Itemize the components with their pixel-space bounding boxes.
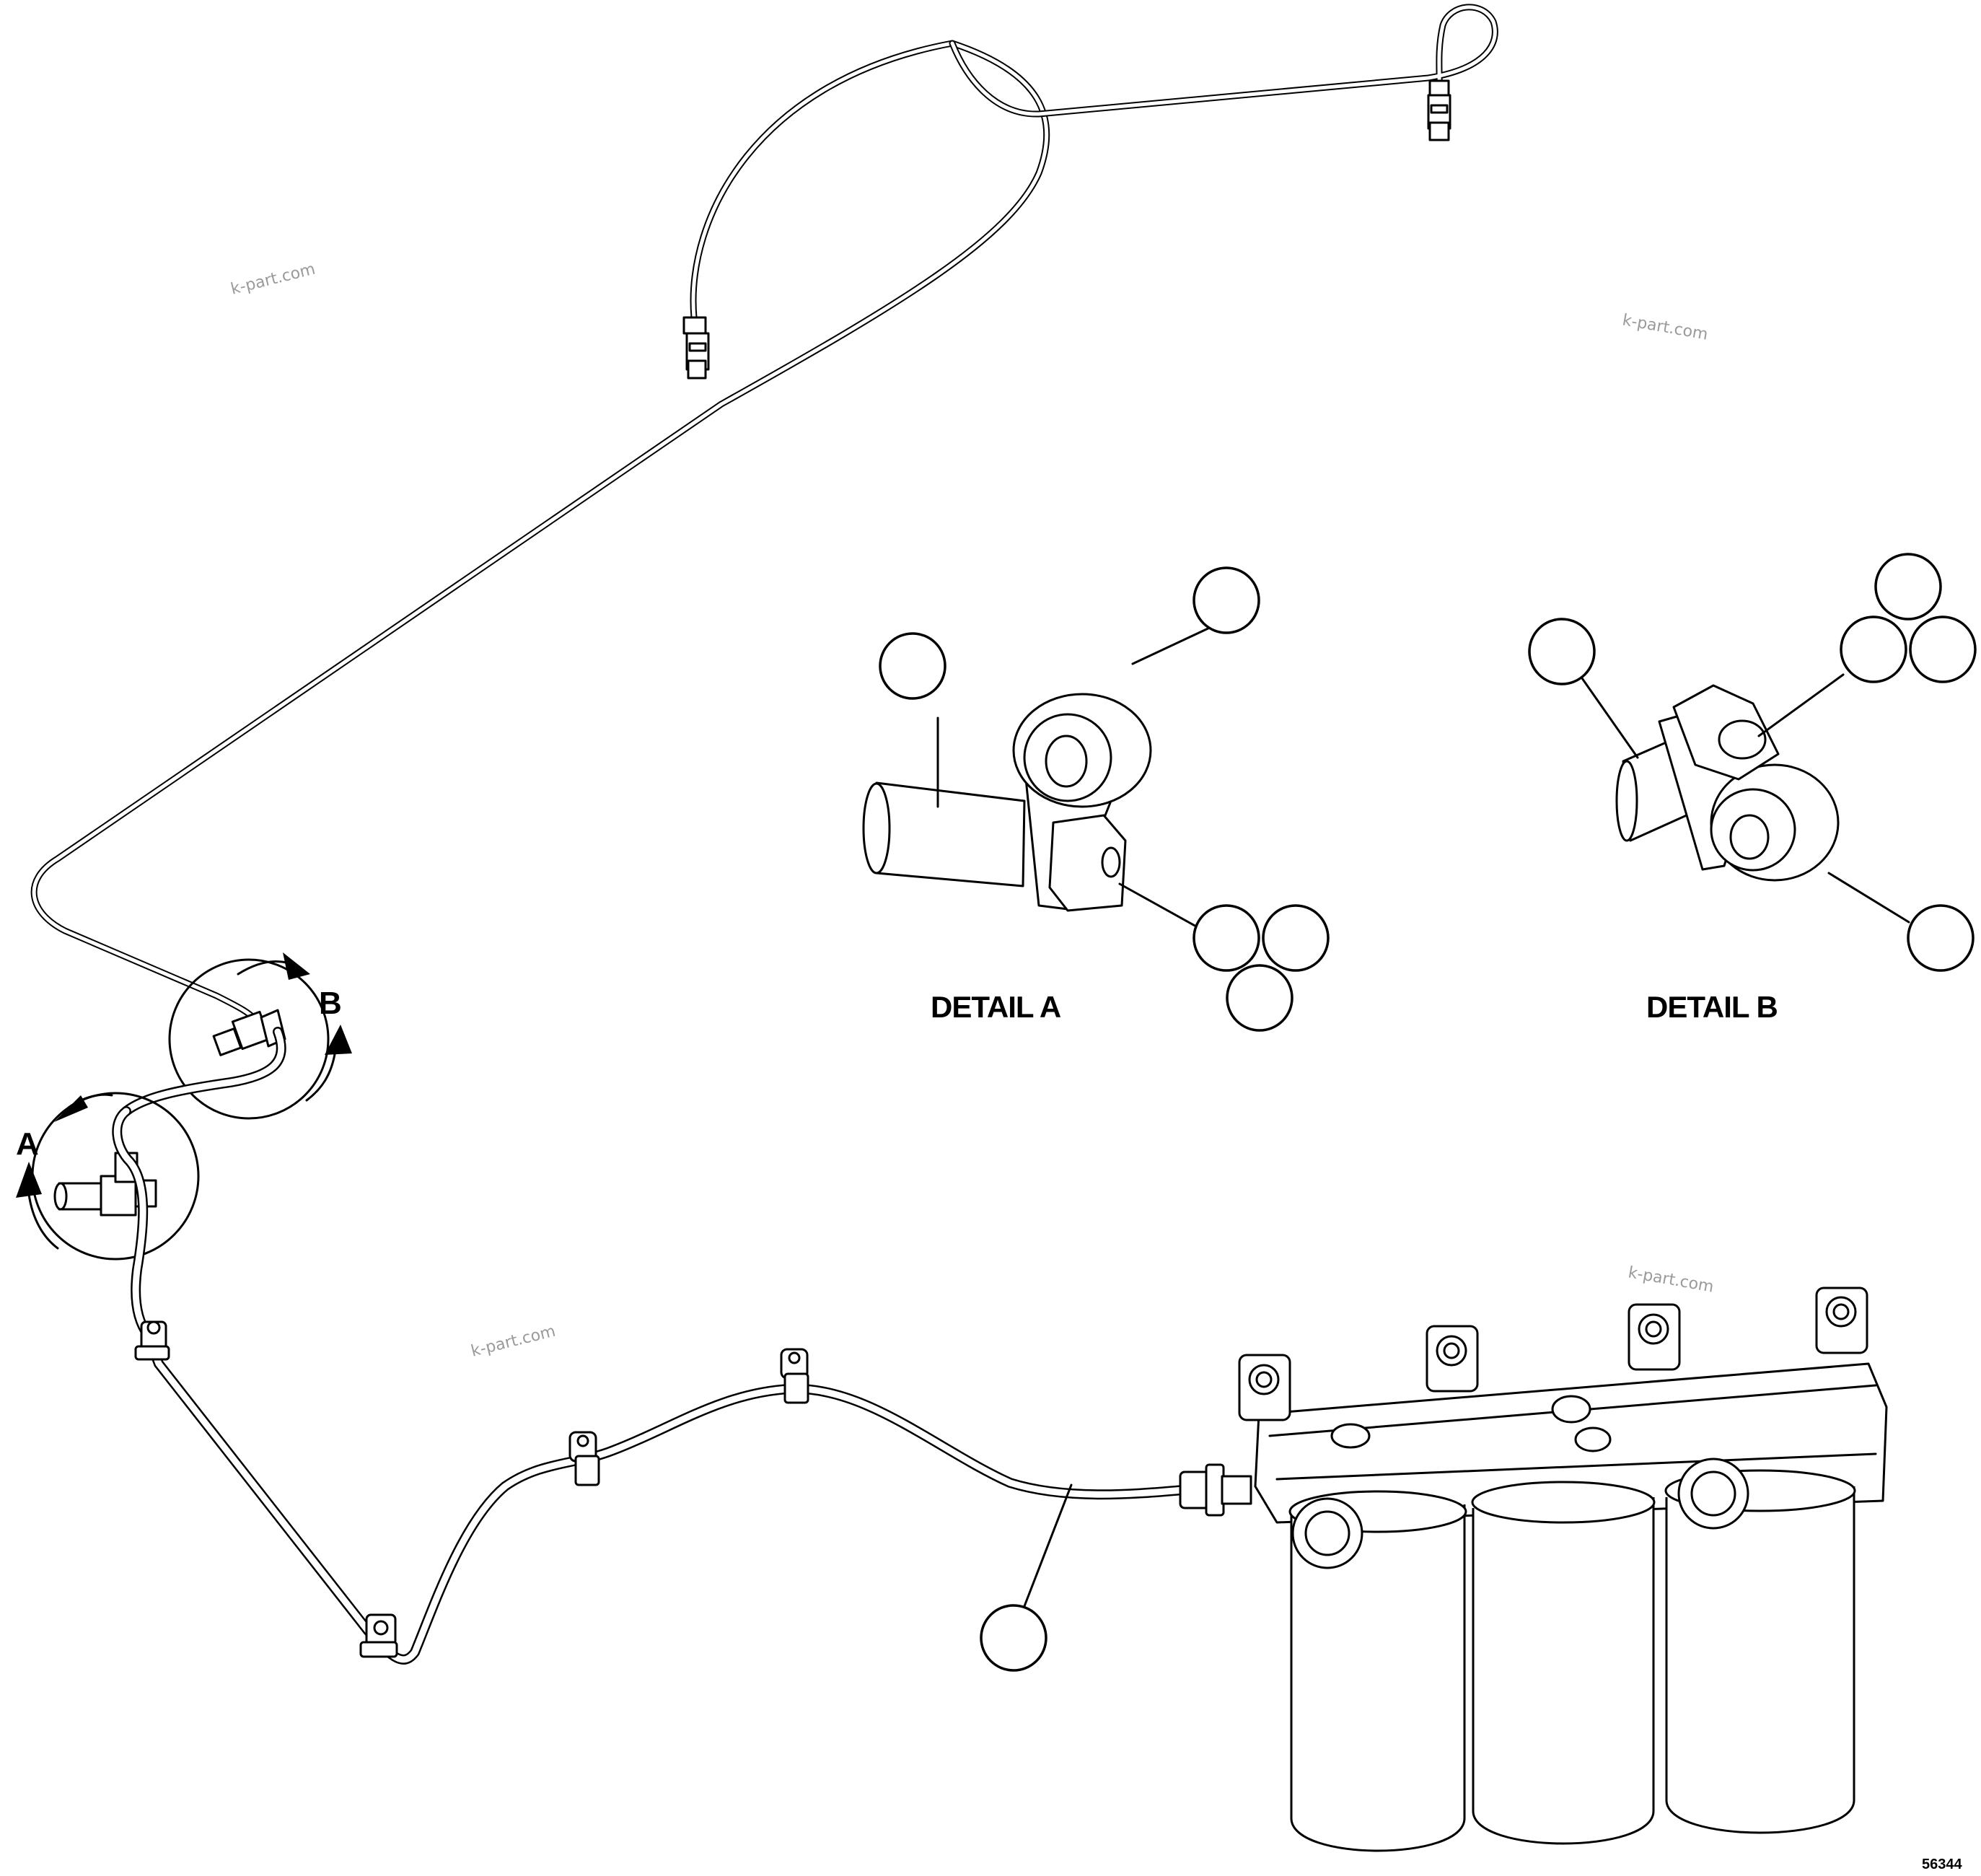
sensor-a xyxy=(53,1152,157,1217)
detail-a-clamp xyxy=(1012,693,1152,911)
fuel-filter-assembly xyxy=(1238,1287,1888,1852)
arrow-b-top xyxy=(283,952,310,980)
detail-a-nut xyxy=(1048,814,1127,912)
callout-bubble xyxy=(1909,615,1977,683)
detail-b-label: DETAIL B xyxy=(1646,990,1778,1024)
watermark-text: k-part.com xyxy=(469,1323,557,1361)
callout-bubble xyxy=(1192,904,1260,972)
line-clamp-1 xyxy=(134,1320,170,1361)
line-clamp-2 xyxy=(359,1613,398,1658)
detail-a-label: DETAIL A xyxy=(931,990,1061,1024)
filter-canister-2 xyxy=(1471,1481,1656,1845)
outlet-ports xyxy=(1291,1458,1749,1569)
callout-bubble xyxy=(1874,553,1942,621)
detail-a-sensor-body xyxy=(862,781,1026,887)
watermark-text: k-part.com xyxy=(229,260,317,299)
callout-bubble xyxy=(879,632,946,700)
callout-bubble xyxy=(1840,615,1907,683)
detail-b: DETAIL B xyxy=(1581,673,1910,1024)
line-clamp-3 xyxy=(568,1431,600,1486)
filter-canister-3 xyxy=(1664,1469,1856,1834)
callout-bubble xyxy=(1528,618,1596,685)
view-b-label: B xyxy=(319,986,342,1021)
line-clamp-4 xyxy=(780,1348,809,1404)
harness-connector-left xyxy=(682,316,710,380)
wire-harness xyxy=(30,4,1498,1028)
arrow-a-left xyxy=(16,1162,42,1198)
callout-bubble xyxy=(980,1604,1047,1672)
view-b-callout: B xyxy=(121,952,352,1120)
inlet-fitting xyxy=(1179,1463,1252,1517)
filter-canister-1 xyxy=(1288,1490,1467,1852)
callout-bubble xyxy=(1907,904,1975,972)
callout-bubble xyxy=(1226,964,1293,1032)
caps xyxy=(1330,1395,1612,1452)
view-a-callout: A xyxy=(16,1092,200,1340)
callout-bubble xyxy=(1192,566,1260,634)
figure-number: 56344 xyxy=(1922,1857,1962,1872)
fuel-line xyxy=(134,1320,1252,1665)
detail-b-nut xyxy=(1672,684,1780,781)
view-a-label: A xyxy=(16,1126,39,1162)
mounting-brackets xyxy=(1238,1287,1868,1421)
harness-connector-right xyxy=(1427,79,1451,141)
callout-bubbles xyxy=(879,553,1977,1672)
arrow-b-right xyxy=(325,1025,352,1055)
callout-bubble xyxy=(1262,904,1330,972)
arrow-a-top xyxy=(54,1095,88,1122)
watermark-text: k-part.com xyxy=(1621,311,1709,343)
watermark-text: k-part.com xyxy=(1627,1263,1715,1296)
